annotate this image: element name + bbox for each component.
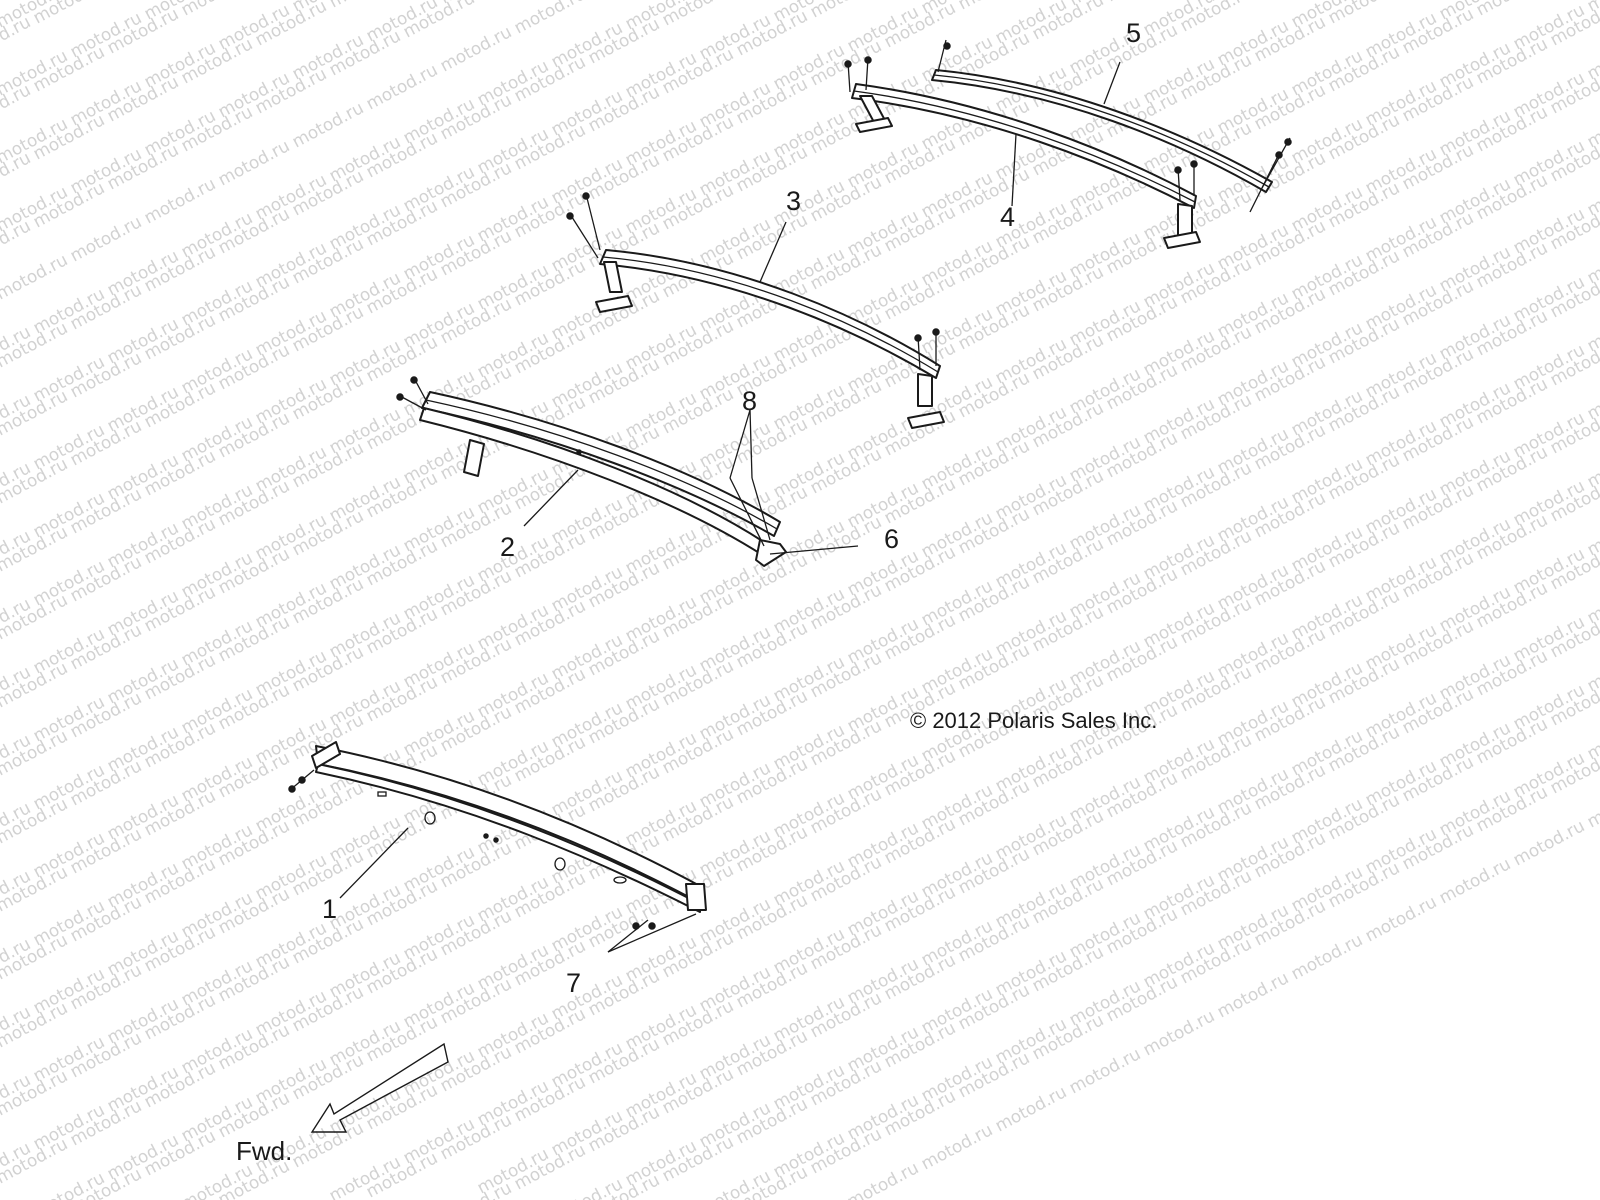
callout-5: 5 bbox=[1126, 18, 1141, 48]
leader-lines bbox=[339, 61, 1121, 953]
callout-3: 3 bbox=[786, 186, 801, 216]
part-2-bow bbox=[396, 376, 787, 567]
callout-4: 4 bbox=[1000, 202, 1015, 232]
watermark-text: motod.ru bbox=[0, 250, 71, 304]
watermark-text: motod.ru bbox=[1362, 892, 1440, 946]
watermark-text: motod.ru bbox=[437, 22, 515, 76]
callout-7: 7 bbox=[566, 968, 581, 998]
watermark-text: motod.ru bbox=[1584, 778, 1600, 832]
watermark-text: motod.ru bbox=[1473, 0, 1551, 20]
copyright-notice: © 2012 Polaris Sales Inc. bbox=[910, 708, 1157, 733]
watermark-text: motod.ru bbox=[67, 212, 145, 266]
callouts: 5 4 3 8 6 2 1 7 bbox=[322, 18, 1141, 998]
watermark-text: motod.ru bbox=[141, 174, 219, 228]
watermark-text: motod.ru bbox=[215, 136, 293, 190]
watermark-text: motod.ru bbox=[1510, 816, 1588, 870]
watermark-text: motod.ru bbox=[807, 0, 885, 22]
watermark-text: motod.ru bbox=[474, 0, 552, 4]
watermark-text: motod.ru bbox=[918, 1120, 996, 1174]
watermark-text: motod.ru bbox=[844, 1158, 922, 1200]
watermark-text: motod.ru bbox=[1325, 0, 1403, 28]
watermark-text: motod.ru bbox=[326, 0, 404, 12]
watermark-text: motod.ru bbox=[1140, 1006, 1218, 1060]
forward-arrow-icon bbox=[310, 1042, 449, 1133]
watermark-text: motod.ru bbox=[30, 0, 108, 28]
part-1-rail bbox=[288, 741, 707, 930]
part-3-bow bbox=[566, 192, 945, 429]
watermark-text: motod.ru bbox=[511, 0, 589, 38]
forward-label: Fwd. bbox=[236, 1136, 292, 1166]
watermark-text: motod.ru bbox=[1436, 854, 1514, 908]
watermark-text: motod.ru bbox=[1214, 968, 1292, 1022]
watermark-text: motod.ru bbox=[955, 0, 1033, 14]
watermark-text: motod.ru bbox=[289, 98, 367, 152]
part-5-rail bbox=[931, 39, 1292, 213]
watermark-text: motod.ru bbox=[178, 0, 256, 20]
watermark-text: motod.ru bbox=[1103, 0, 1181, 6]
watermark-text: motod.ru bbox=[992, 1082, 1070, 1136]
watermark-text: motod.ru bbox=[1066, 1044, 1144, 1098]
callout-6: 6 bbox=[884, 524, 899, 554]
callout-8: 8 bbox=[742, 386, 757, 416]
callout-1: 1 bbox=[322, 894, 337, 924]
watermark-text: motod.ru bbox=[1288, 930, 1366, 984]
watermark-text: motod.ru bbox=[363, 60, 441, 114]
callout-2: 2 bbox=[500, 532, 515, 562]
part-4-bow bbox=[844, 56, 1201, 249]
